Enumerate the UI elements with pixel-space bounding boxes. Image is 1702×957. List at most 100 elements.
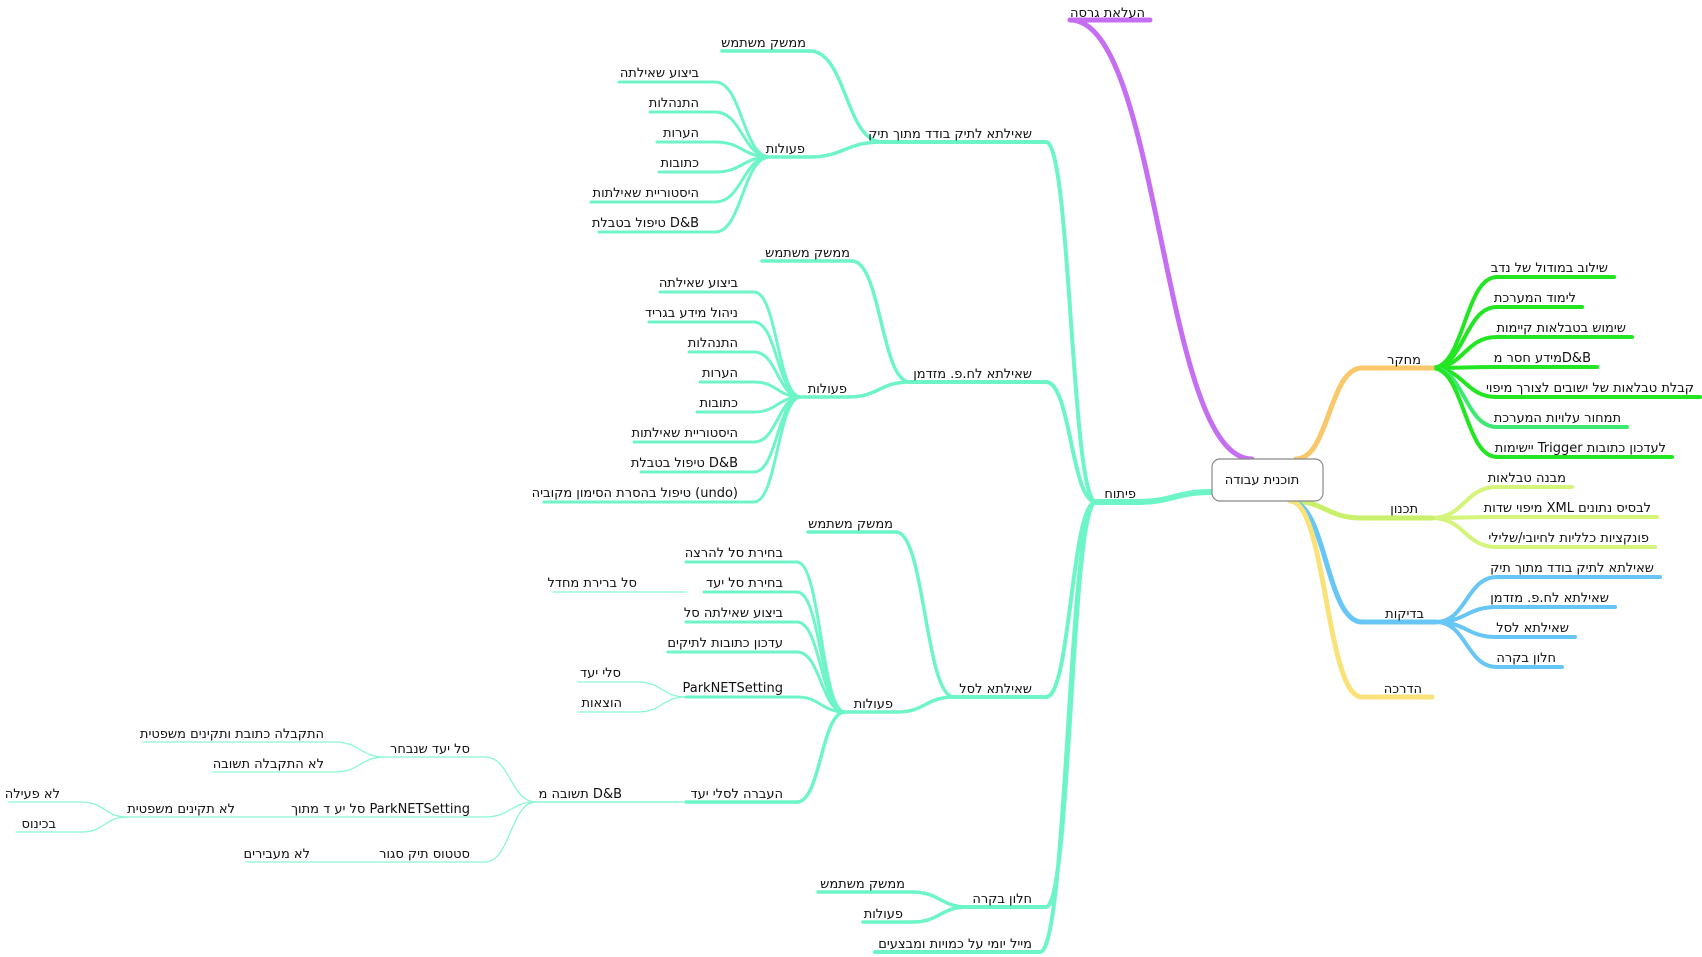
node-label[interactable]: ביצוע שאילתה xyxy=(659,276,738,291)
node-label[interactable]: כתובות xyxy=(660,156,699,171)
dev-basket-item-connector xyxy=(795,560,847,714)
branch-connector xyxy=(808,49,884,144)
branch-connector xyxy=(334,741,386,758)
node-label[interactable]: ביצוע שאילתה xyxy=(620,66,699,81)
dev-single-item-connector xyxy=(713,80,772,159)
research-connector xyxy=(1293,365,1365,462)
node-label[interactable]: ממשק משתמש xyxy=(808,517,893,532)
branch-connector xyxy=(637,681,687,698)
dev-single-label[interactable]: שאילתא לתיק בודד מתוך תיק xyxy=(868,127,1032,142)
branch-connector xyxy=(81,801,128,818)
guide-label[interactable]: הדרכה xyxy=(1384,682,1422,697)
node-label[interactable]: תשובה מ D&B xyxy=(539,787,622,802)
branch-connector xyxy=(484,801,537,818)
research-item-label[interactable]: שילוב במודול של נדב xyxy=(1491,261,1608,276)
tests-item-connector xyxy=(1434,620,1499,669)
node-label[interactable]: הוצאות xyxy=(581,696,622,711)
research-item-label[interactable]: יישימות Trigger לעדכון כתובות xyxy=(1495,441,1666,456)
dev-adhoc-label[interactable]: שאילתא לח.פ. מזדמן xyxy=(913,367,1032,382)
dev-basket-item-connector xyxy=(795,590,847,714)
release-label[interactable]: העלאת גרסה xyxy=(1070,6,1145,21)
dev-control-label[interactable]: חלון בקרה xyxy=(972,892,1032,907)
branch-connector xyxy=(910,905,970,924)
tests-item-connector xyxy=(1434,605,1499,624)
tests-item-label[interactable]: שאילתא לסל xyxy=(1496,621,1569,636)
branch-connector xyxy=(795,710,847,804)
research-item-label[interactable]: תמחור עלויות המערכת xyxy=(1494,411,1621,426)
dev-daily-mail-label[interactable]: מייל יומי על כמויות ומבצעים xyxy=(878,937,1032,952)
research-item-connector xyxy=(1430,366,1499,459)
node-label[interactable]: סל ברירת מחדל xyxy=(547,576,637,591)
dev-single-connector xyxy=(1044,140,1098,504)
node-label[interactable]: כתובות xyxy=(699,396,738,411)
research-item-label[interactable]: מידע חסר מD&B xyxy=(1494,351,1591,366)
node-label[interactable]: סלי יעד xyxy=(580,666,621,681)
dev-basket-label[interactable]: שאילתא לסל xyxy=(959,682,1032,697)
node-label[interactable]: התנהלות xyxy=(649,96,699,111)
tests-label[interactable]: בדיקות xyxy=(1385,607,1424,622)
planning-item-label[interactable]: מיפוי שדות XML לבסיס נתונים xyxy=(1484,501,1651,516)
research-item-label[interactable]: לימוד המערכת xyxy=(1494,291,1576,306)
planning-item-connector xyxy=(1430,516,1499,549)
node-label[interactable]: העברה לסלי יעד xyxy=(690,787,783,802)
node-label[interactable]: סל יעד שנבחר xyxy=(390,742,470,757)
node-label[interactable]: ממשק משתמש xyxy=(820,877,905,892)
node-label[interactable]: לא פעילה xyxy=(5,787,60,802)
dev-adhoc-item-connector xyxy=(752,395,803,504)
dev-adhoc-connector xyxy=(1044,380,1098,504)
dev-basket-item-connector xyxy=(795,695,847,714)
tests-item-label[interactable]: שאילתא לח.פ. מזדמן xyxy=(1490,591,1609,606)
research-label[interactable]: מחקר xyxy=(1387,353,1421,368)
node-label[interactable]: ממשק משתמש xyxy=(721,36,806,51)
dev-single-item-connector xyxy=(713,155,772,234)
dev-adhoc-item-connector xyxy=(752,395,803,474)
node-label[interactable]: פעולות xyxy=(766,142,805,157)
node-label[interactable]: ממשק משתמש xyxy=(765,246,850,261)
node-label[interactable]: עדכון כתובות לתיקים xyxy=(667,636,783,651)
root-label[interactable]: תוכנית עבודה xyxy=(1225,473,1300,488)
branch-connector xyxy=(637,696,687,713)
branch-connector xyxy=(850,259,912,384)
research-item-label[interactable]: קבלת טבלאות של ישובים לצורך מיפוי xyxy=(1486,381,1694,396)
node-label[interactable]: בחירת סל להרצה xyxy=(685,546,783,561)
tests-item-label[interactable]: חלון בקרה xyxy=(1496,651,1556,666)
dev-daily-mail-connector xyxy=(1038,500,1098,954)
node-label[interactable]: טיפול בטבלת D&B xyxy=(592,216,699,231)
node-label[interactable]: התקבלה כתובת ותקינים משפטית xyxy=(140,727,324,742)
node-label[interactable]: בכינוס xyxy=(22,817,56,832)
node-label[interactable]: סטטוס תיק סגור xyxy=(379,847,470,862)
node-label[interactable]: לא התקבלה תשובה xyxy=(213,757,324,772)
release-connector xyxy=(1067,17,1255,462)
node-label[interactable]: ביצוע שאילתה סל xyxy=(684,606,783,621)
node-label[interactable]: סל יע ד מתוך ParkNETSetting xyxy=(291,802,470,817)
planning-item-label[interactable]: מבנה טבלאות xyxy=(1488,471,1566,486)
research-item-label[interactable]: שימוש בטבלאות קיימות xyxy=(1496,321,1626,336)
tests-item-label[interactable]: שאילתא לתיק בודד מתוך תיק xyxy=(1490,561,1654,576)
planning-label[interactable]: תכנון xyxy=(1390,502,1418,517)
node-label[interactable]: הערות xyxy=(663,126,699,141)
node-label[interactable]: פעולות xyxy=(864,907,903,922)
branch-connector xyxy=(484,756,537,803)
node-label[interactable]: טיפול בטבלת D&B xyxy=(631,456,738,471)
planning-item-label[interactable]: פונקציות כלליות לחיובי/שלילי xyxy=(1488,531,1649,546)
dev-label[interactable]: פיתוח xyxy=(1104,487,1136,502)
node-label[interactable]: לא מעבירים xyxy=(244,847,310,862)
node-label[interactable]: לא תקינים משפטית xyxy=(127,802,235,817)
node-label[interactable]: התנהלות xyxy=(688,336,738,351)
node-label[interactable]: ParkNETSetting xyxy=(682,681,783,696)
node-label[interactable]: ניהול מידע בגריד xyxy=(645,306,738,321)
branch-connector xyxy=(910,890,970,909)
guide-connector xyxy=(1287,498,1365,700)
node-label[interactable]: טיפול בהסרת הסימון מקוביה (undo) xyxy=(532,486,738,501)
branch-connector xyxy=(806,140,884,159)
node-label[interactable]: הערות xyxy=(702,366,738,381)
dev-adhoc-item-connector xyxy=(752,320,803,399)
node-label[interactable]: פעולות xyxy=(854,697,893,712)
node-label[interactable]: בחירת סל יעד xyxy=(706,576,783,591)
dev-basket-item-connector xyxy=(795,650,847,714)
node-label[interactable]: היסטוריית שאילתות xyxy=(632,426,738,441)
node-label[interactable]: פעולות xyxy=(808,382,847,397)
node-label[interactable]: היסטוריית שאילתות xyxy=(593,186,699,201)
root-node[interactable] xyxy=(1211,458,1324,502)
